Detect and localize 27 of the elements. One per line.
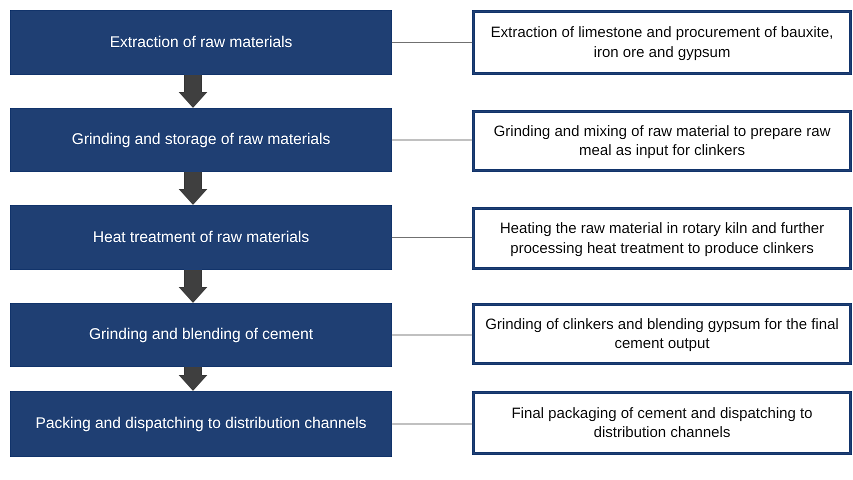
step-text: Heat treatment of raw materials bbox=[92, 228, 310, 246]
step-text: Grinding of clinkers and blending gypsum for the final cement output bbox=[484, 314, 840, 354]
down-arrow bbox=[178, 270, 208, 303]
step-text: Heating the raw material in rotary kiln and further processing heat treatment to produce clinkers bbox=[498, 219, 826, 258]
description-box bbox=[472, 391, 852, 455]
step-text: Extraction of raw materials bbox=[110, 34, 292, 52]
down-arrow bbox=[178, 172, 208, 205]
down-arrow bbox=[178, 367, 208, 391]
description-box bbox=[472, 10, 852, 75]
step-text: Packing and dispatching to distribution channels bbox=[36, 415, 366, 433]
step-text: Grinding and mixing of raw material to prepare raw meal as input for clinkers bbox=[492, 122, 832, 160]
step-text: Extraction of limestone and procurement of bauxite, iron ore and gypsum bbox=[490, 23, 834, 62]
description-box bbox=[472, 303, 852, 365]
connector-line bbox=[392, 237, 472, 238]
step-text: Grinding and blending of cement bbox=[88, 326, 314, 344]
description-box bbox=[472, 207, 852, 270]
connector-line bbox=[392, 42, 472, 43]
process-box bbox=[10, 205, 392, 270]
process-box bbox=[10, 303, 392, 367]
description-box bbox=[472, 110, 852, 172]
step-text: Final packaging of cement and dispatching to distribution channels bbox=[510, 404, 814, 442]
process-box bbox=[10, 108, 392, 172]
down-arrow bbox=[178, 75, 208, 108]
process-box bbox=[10, 391, 392, 457]
step-text: Grinding and storage of raw materials bbox=[72, 131, 330, 149]
process-box bbox=[10, 10, 392, 75]
connector-line bbox=[392, 334, 472, 336]
